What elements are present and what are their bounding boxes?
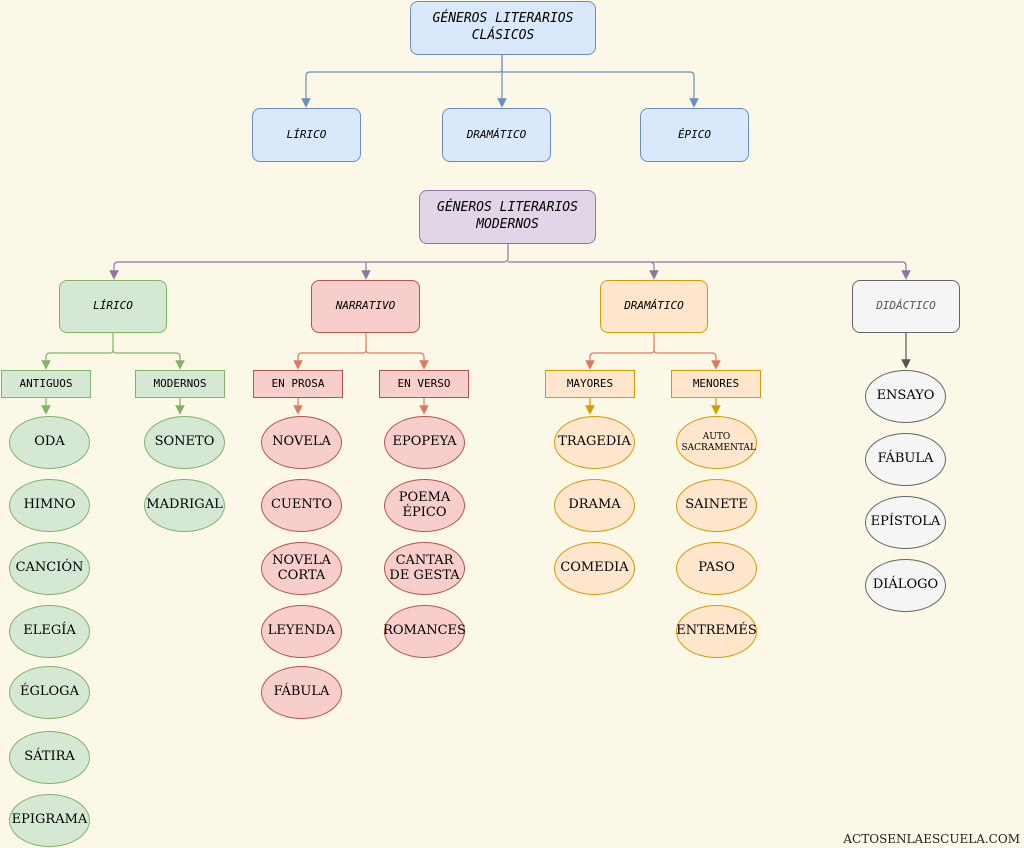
antiguos-label: ANTIGUOS	[19, 376, 73, 390]
menores-node: MENORES	[671, 370, 761, 398]
list-item: POEMA ÉPICO	[384, 479, 465, 532]
lirico-modernos-label: MODERNOS	[153, 376, 207, 390]
clasicos-dramatico-label: DRAMÁTICO	[466, 127, 527, 141]
list-item: LEYENDA	[261, 605, 342, 658]
modernos-title-label: GÉNEROS LITERARIOS MODERNOS	[437, 200, 578, 232]
clasicos-lirico-label: LÍRICO	[286, 127, 327, 141]
menores-label: MENORES	[692, 376, 740, 390]
dramatico-label: DRAMÁTICO	[624, 299, 684, 313]
list-item: DIÁLOGO	[865, 559, 946, 612]
clasicos-title-label: GÉNEROS LITERARIOS CLÁSICOS	[432, 11, 574, 43]
list-item: SONETO	[144, 416, 225, 469]
list-item: ÉGLOGA	[9, 666, 90, 719]
list-item: NOVELA CORTA	[261, 542, 342, 595]
list-item: COMEDIA	[554, 542, 635, 595]
list-item: ODA	[9, 416, 90, 469]
mayores-label: MAYORES	[566, 376, 614, 390]
clasicos-epico-label: ÉPICO	[677, 127, 712, 141]
list-item: FÁBULA	[261, 666, 342, 719]
list-item: SAINETE	[676, 479, 757, 532]
list-item: MADRIGAL	[144, 479, 225, 532]
list-item: EPIGRAMA	[9, 794, 90, 847]
list-item: ELEGÍA	[9, 605, 90, 658]
list-item: CUENTO	[261, 479, 342, 532]
list-item: FÁBULA	[865, 433, 946, 486]
list-item: TRAGEDIA	[554, 416, 635, 469]
en-prosa-node: EN PROSA	[253, 370, 343, 398]
list-item: DRAMA	[554, 479, 635, 532]
lirico-node: LÍRICO	[59, 280, 167, 333]
clasicos-lirico-node: LÍRICO	[252, 108, 361, 162]
dramatico-node: DRAMÁTICO	[600, 280, 708, 333]
list-item: EPÍSTOLA	[865, 496, 946, 549]
clasicos-epico-node: ÉPICO	[640, 108, 749, 162]
list-item: ENTREMÉS	[676, 605, 757, 658]
narrativo-label: NARRATIVO	[335, 299, 396, 313]
list-item: ROMANCES	[383, 605, 466, 658]
modernos-title-node: GÉNEROS LITERARIOS MODERNOS	[419, 190, 596, 244]
list-item: CANCIÓN	[9, 542, 90, 595]
en-verso-node: EN VERSO	[379, 370, 469, 398]
list-item: EPOPEYA	[384, 416, 465, 469]
list-item: AUTO SACRAMENTAL	[676, 416, 757, 469]
list-item: PASO	[676, 542, 757, 595]
clasicos-title-node: GÉNEROS LITERARIOS CLÁSICOS	[410, 1, 596, 55]
list-item: CANTAR DE GESTA	[384, 542, 465, 595]
clasicos-dramatico-node: DRAMÁTICO	[442, 108, 551, 162]
antiguos-node: ANTIGUOS	[1, 370, 91, 398]
site-credit: ACTOSENLAESCUELA.COM	[843, 832, 1020, 846]
list-item: HIMNO	[9, 479, 90, 532]
list-item: NOVELA	[261, 416, 342, 469]
mayores-node: MAYORES	[545, 370, 635, 398]
en-verso-label: EN VERSO	[397, 376, 451, 390]
list-item: SÁTIRA	[9, 731, 90, 784]
didactico-node: DIDÁCTICO	[852, 280, 960, 333]
lirico-modernos-node: MODERNOS	[135, 370, 225, 398]
list-item: ENSAYO	[865, 370, 946, 423]
didactico-label: DIDÁCTICO	[876, 299, 936, 313]
en-prosa-label: EN PROSA	[271, 376, 325, 390]
lirico-label: LÍRICO	[93, 299, 133, 313]
narrativo-node: NARRATIVO	[311, 280, 420, 333]
